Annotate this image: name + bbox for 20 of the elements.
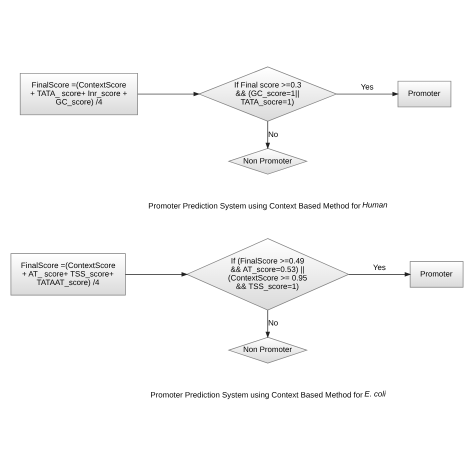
node-diamond: If Final score >=0.3 && (GC_score=1|| TATA_socre=1) xyxy=(198,66,338,122)
node-box: Promoter xyxy=(398,80,452,107)
arrow xyxy=(125,272,188,276)
arrow xyxy=(336,91,399,96)
edge-label: Yes xyxy=(372,262,386,272)
edge-label: Yes xyxy=(360,82,374,92)
arrow xyxy=(348,272,412,276)
node-diamond: Non Promoter xyxy=(228,336,308,363)
arrow xyxy=(266,120,270,149)
label: Promoter Prediction System using Context Based Method for E. coli xyxy=(150,389,386,399)
edge-label: No xyxy=(268,318,278,328)
arrow xyxy=(137,91,200,96)
label: Promoter Prediction System using Context Based Method for Human xyxy=(148,200,388,210)
arrow xyxy=(266,309,270,338)
edge-label: No xyxy=(268,129,278,138)
node-box: Promoter xyxy=(410,260,464,288)
node-diamond: Non Promoter xyxy=(228,148,308,174)
node-box: FinalScore =(ContextScore + AT_ score+ TSS_score+ TATAAT_score) /4 xyxy=(10,252,126,295)
node-diamond: If (FinalScore >=0.49 && AT_score=0.53) || (ContextScore >= 0.95 && TSS_score=1) xyxy=(186,238,350,310)
node-box: FinalScore =(ContextScore + TATA_ score+ Inr_score + GC_score) /4 xyxy=(20,72,138,115)
